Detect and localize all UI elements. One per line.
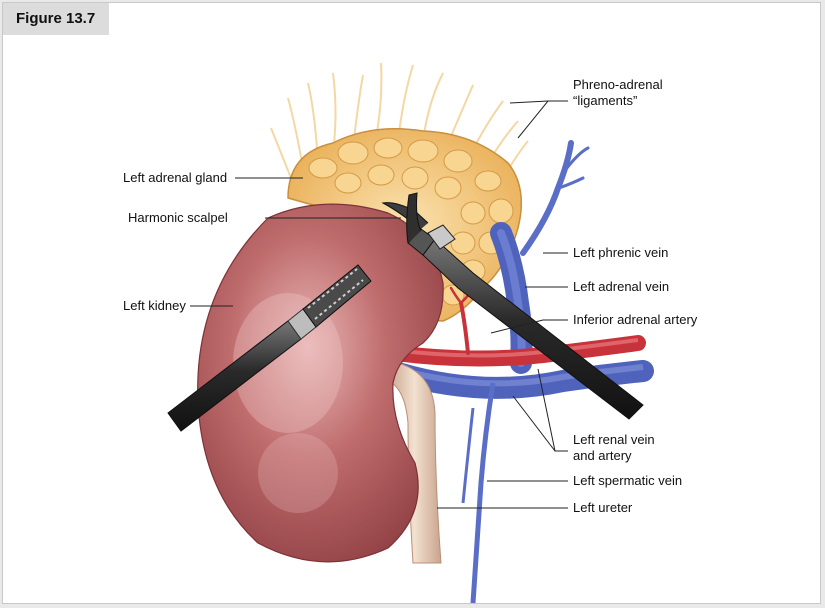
figure-label: Figure 13.7 [16, 10, 96, 27]
left-adrenal-vein [490, 222, 533, 374]
label-left-renal-vein-line2: and artery [573, 448, 632, 463]
label-phreno-adrenal: Phreno-adrenal “ligaments” [573, 77, 663, 109]
harmonic-scalpel-instrument [381, 192, 644, 420]
label-left-adrenal-vein: Left adrenal vein [573, 279, 670, 294]
leader-renal-vein-1 [512, 395, 568, 452]
kidney-grasper-instrument [167, 264, 372, 432]
leader-ligaments-2 [517, 100, 568, 139]
label-inferior-adrenal-artery: Inferior adrenal artery [573, 312, 698, 327]
label-left-spermatic-vein: Left spermatic vein [573, 473, 683, 488]
leader-inferior-adrenal-artery [490, 319, 568, 334]
label-left-renal-vein-and-artery: Left renal vein and artery [573, 432, 655, 464]
label-left-adrenal-gland: Left adrenal gland [123, 170, 228, 185]
left-renal-artery [387, 335, 646, 367]
label-left-kidney: Left kidney [123, 298, 186, 313]
leader-renal-vein-2 [537, 368, 568, 452]
label-left-ureter: Left ureter [573, 500, 633, 515]
leader-lines [190, 100, 568, 509]
left-renal-vein [387, 360, 654, 399]
left-spermatic-vein [461, 382, 496, 604]
left-phrenic-vein [520, 140, 590, 256]
label-phreno-adrenal-line1: Phreno-adrenal [573, 77, 663, 92]
label-phreno-adrenal-line2: “ligaments” [573, 93, 638, 108]
label-left-phrenic-vein: Left phrenic vein [573, 245, 669, 260]
label-harmonic-scalpel: Harmonic scalpel [128, 210, 228, 225]
anatomy-illustration [167, 62, 654, 604]
figure-tab: Figure 13.7 [3, 3, 109, 35]
label-left-renal-vein-line1: Left renal vein [573, 432, 655, 447]
